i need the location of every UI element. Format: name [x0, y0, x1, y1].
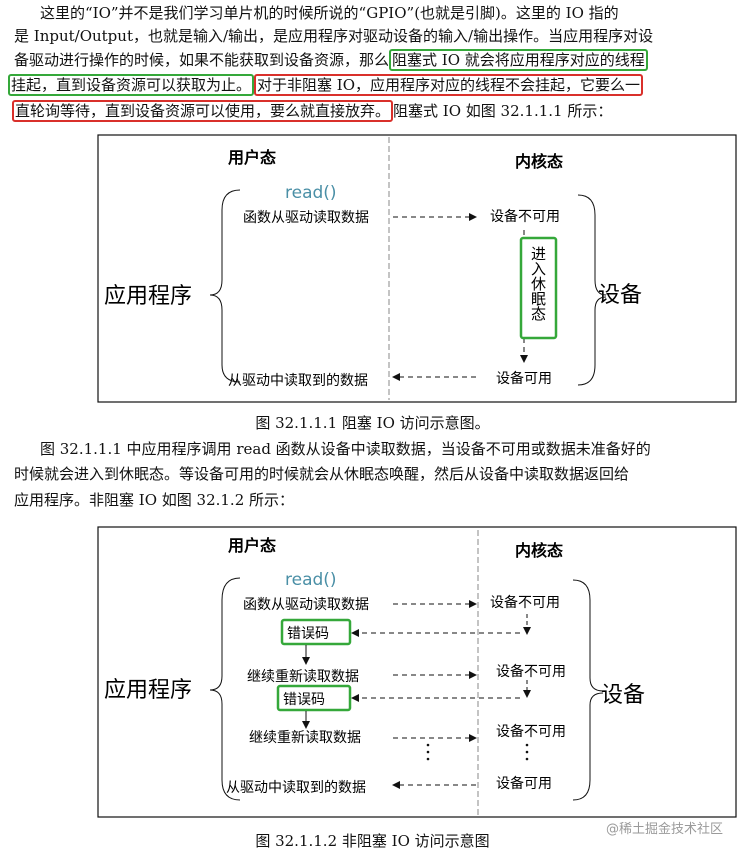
- figure1-kernel-space: 内核态: [515, 152, 563, 171]
- figure2-error-box-1: [280, 618, 352, 646]
- nonblocking-io-highlight-cont: 直轮询等待，直到设备资源可以使用，要么就直接放弃。: [12, 100, 394, 122]
- figure2-retry-1: 继续重新读取数据: [247, 668, 359, 685]
- figure2-right-brace-bottom: [572, 692, 604, 801]
- para2-line2: 时候就会进入到休眠态。等设备可用的时候就会从休眠态唤醒，然后从设备中读取数据返回…: [14, 465, 630, 483]
- figure2-frame: [97, 526, 737, 818]
- figure2-retry-2: 继续重新读取数据: [249, 729, 361, 746]
- figure1-device-label: 设备: [598, 283, 642, 308]
- figure2-ellipsis: [426, 743, 529, 761]
- figure1-read-call: read(): [285, 183, 337, 203]
- watermark: @稀土掘金技术社区: [605, 822, 723, 837]
- para1-line1: 这里的“IO”并不是我们学习单片机的时候所说的“GPIO”(也就是引脚)。这里的…: [40, 4, 619, 22]
- figure2-error-code-2: 错误码: [283, 692, 325, 708]
- figure1-right-brace-bottom: [577, 296, 607, 386]
- para2-line1: 图 32.1.1.1 中应用程序调用 read 函数从设备中读取数据，当设备不可…: [40, 440, 651, 458]
- figure2-device-available: 设备可用: [496, 775, 552, 792]
- figure2-device-unavailable-3: 设备不可用: [496, 723, 566, 740]
- figure1-device-available: 设备可用: [496, 370, 552, 387]
- figure2-app-label: 应用程序: [104, 678, 192, 703]
- para2-line3: 应用程序。非阻塞 IO 如图 32.1.2 所示：: [14, 491, 295, 509]
- figure2-error-code-1: 错误码: [287, 626, 329, 642]
- para1-line5: 直轮询等待，直到设备资源可以使用，要么就直接放弃。阻塞式 IO 如图 32.1.…: [12, 100, 612, 122]
- figure1-left-brace: [209, 189, 241, 383]
- figure2-kernel-space: 内核态: [515, 541, 563, 560]
- para1-line3: 备驱动进行操作的时候，如果不能获取到设备资源，那么阻塞式 IO 就会将应用程序对…: [14, 49, 648, 71]
- figure2-device-unavailable-1: 设备不可用: [490, 594, 560, 611]
- figure2-right-brace-top: [572, 579, 604, 692]
- figure1-sleep-label: 进入休眠态: [529, 246, 547, 321]
- para1-line2: 是 Input/Output，也就是输入/输出，是应用程序对驱动设备的输入/输出…: [14, 27, 654, 45]
- figure1-frame: [97, 134, 737, 403]
- figure2-read-call: read(): [285, 570, 337, 590]
- figure1-read-data: 函数从驱动读取数据: [243, 209, 369, 226]
- figure1-sleep-box: [519, 236, 558, 340]
- figure1-caption: 图 32.1.1.1 阻塞 IO 访问示意图。: [255, 414, 490, 432]
- figure1-device-unavailable: 设备不可用: [490, 208, 560, 225]
- figure2-left-brace: [209, 577, 241, 801]
- figure2-user-space: 用户态: [228, 536, 276, 555]
- figure1-app-label: 应用程序: [104, 284, 192, 309]
- para1-line4: 挂起，直到设备资源可以获取为止。对于非阻塞 IO，应用程序对应的线程不会挂起，它…: [8, 74, 644, 96]
- blocking-io-highlight-cont: 挂起，直到设备资源可以获取为止。: [8, 74, 255, 96]
- figure1-user-space: 用户态: [228, 148, 276, 167]
- figure1-got-data: 从驱动中读取到的数据: [228, 372, 368, 389]
- figure2-caption: 图 32.1.1.2 非阻塞 IO 访问示意图: [255, 832, 490, 850]
- figure2-device-label: 设备: [601, 683, 645, 708]
- figure2-error-box-2: [276, 684, 352, 712]
- figure2-got-data: 从驱动中读取到的数据: [226, 779, 366, 796]
- blocking-io-highlight: 阻塞式 IO 就会将应用程序对应的线程: [389, 49, 648, 71]
- figure1-right-brace-top: [577, 194, 607, 296]
- nonblocking-io-highlight: 对于非阻塞 IO，应用程序对应的线程不会挂起，它要么一: [254, 74, 644, 96]
- figure2-device-unavailable-2: 设备不可用: [496, 663, 566, 680]
- figure2-read-data: 函数从驱动读取数据: [243, 596, 369, 613]
